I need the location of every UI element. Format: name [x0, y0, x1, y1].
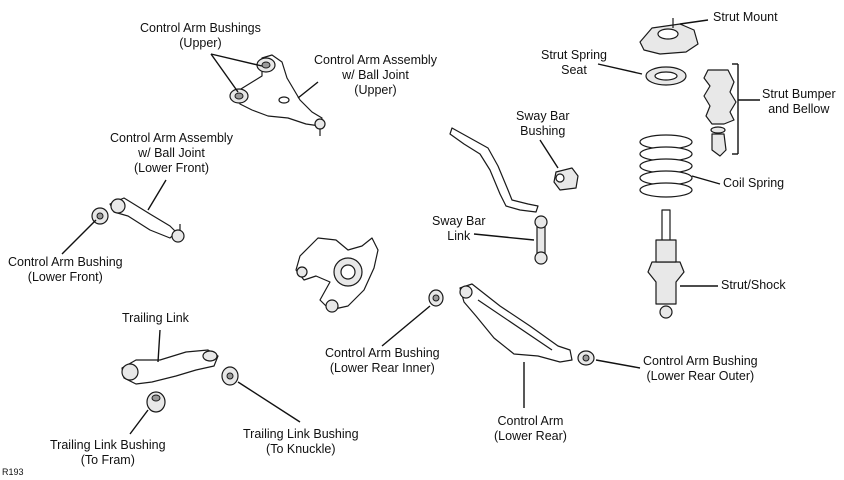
label-coil-spring: Coil Spring: [723, 176, 785, 190]
label-control-arm-lower-rear: Control Arm (Lower Rear): [494, 414, 567, 443]
label-sway-bar-link: Sway Bar Link: [432, 214, 486, 243]
label-trailing-link-bushing-to-fram: Trailing Link Bushing (To Fram): [50, 438, 166, 467]
label-control-arm-assembly-upper: Control Arm Assembly w/ Ball Joint (Uppe…: [314, 53, 437, 97]
leader-lines: [61, 19, 721, 435]
label-sway-bar-bushing: Sway Bar Bushing: [516, 109, 570, 138]
label-control-arm-assembly-lower-front: Control Arm Assembly w/ Ball Joint (Lowe…: [110, 131, 233, 175]
label-control-arm-bushing-lower-rear-outer: Control Arm Bushing (Lower Rear Outer): [643, 354, 758, 383]
label-strut-bumper-and-bellow: Strut Bumper and Bellow: [762, 87, 836, 116]
lower-front-control-arm-drawing: [91, 197, 185, 243]
upper-control-arm-drawing: [229, 54, 326, 136]
label-strut-mount: Strut Mount: [713, 10, 778, 24]
label-control-arm-bushing-lower-front: Control Arm Bushing (Lower Front): [8, 255, 123, 284]
trailing-link-drawing: [121, 349, 239, 413]
sway-bar-drawing: [449, 127, 579, 265]
label-control-arm-bushings-upper: Control Arm Bushings (Upper): [140, 21, 261, 50]
knuckle-drawing: [295, 237, 379, 313]
figure-code: R193: [2, 467, 24, 477]
label-strut-shock: Strut/Shock: [721, 278, 786, 292]
label-control-arm-bushing-lower-rear-inner: Control Arm Bushing (Lower Rear Inner): [325, 346, 440, 375]
label-trailing-link: Trailing Link: [122, 311, 189, 325]
strut-assembly-drawing: [639, 18, 737, 319]
bumper-bracket: [732, 63, 760, 155]
label-trailing-link-bushing-to-knuckle: Trailing Link Bushing (To Knuckle): [243, 427, 359, 456]
label-strut-spring-seat: Strut Spring Seat: [541, 48, 608, 77]
lower-rear-control-arm-drawing: [428, 283, 595, 366]
